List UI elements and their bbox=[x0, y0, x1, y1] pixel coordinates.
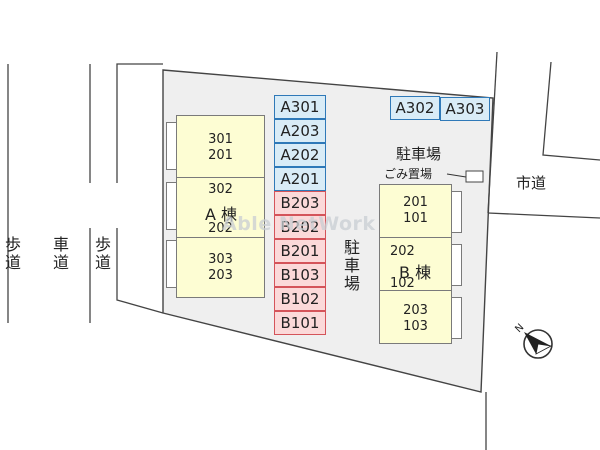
unit-block: 202 102 bbox=[379, 237, 452, 291]
garbage-box bbox=[465, 170, 484, 183]
parking-space: B203 bbox=[274, 191, 326, 215]
garbage-pointer bbox=[446, 173, 467, 178]
entrance-outline-bottom bbox=[116, 228, 164, 314]
unit-number: 202 bbox=[208, 221, 233, 236]
parking-space: A202 bbox=[274, 143, 326, 167]
unit-number: 303 bbox=[208, 252, 233, 267]
sidewalk-label-right: 歩 道 bbox=[94, 235, 111, 272]
parking-label: 駐車場 bbox=[396, 145, 442, 163]
right-road-line-lower bbox=[487, 212, 600, 219]
right-road-line-upper bbox=[542, 61, 600, 161]
city-road-label: 市道 bbox=[516, 174, 547, 192]
unit-number: 101 bbox=[403, 211, 428, 226]
parking-space: A303 bbox=[440, 97, 490, 121]
parking-space: B201 bbox=[274, 239, 326, 263]
unit-number: 102 bbox=[390, 276, 415, 291]
parking-space: A301 bbox=[274, 95, 326, 119]
watermark-logo: Able NetWork bbox=[222, 213, 376, 235]
unit-number: 203 bbox=[208, 268, 233, 283]
parking-space: B103 bbox=[274, 263, 326, 287]
unit-number: 203 bbox=[403, 303, 428, 318]
svg-text:N: N bbox=[513, 322, 526, 335]
unit-number: 301 bbox=[208, 132, 233, 147]
unit-number: 103 bbox=[403, 319, 428, 334]
roadway-label: 車 道 bbox=[52, 235, 69, 272]
unit-number: 302 bbox=[208, 182, 233, 197]
garbage-area-label: ごみ置場 bbox=[384, 167, 433, 181]
parking-space: B101 bbox=[274, 311, 326, 335]
unit-block: 201 101 bbox=[379, 184, 452, 238]
north-arrow-icon: N bbox=[513, 322, 553, 359]
unit-block: 303 203 bbox=[176, 237, 265, 298]
parking-space: B202 bbox=[274, 215, 326, 239]
unit-block: 302 202 bbox=[176, 177, 265, 238]
building-a-label: A 棟 bbox=[205, 205, 238, 224]
unit-number: 201 bbox=[208, 148, 233, 163]
parking-space: A201 bbox=[274, 167, 326, 191]
unit-block: 301 201 bbox=[176, 115, 265, 178]
parking-space: A203 bbox=[274, 119, 326, 143]
unit-number: 202 bbox=[390, 244, 415, 259]
parking-space: B102 bbox=[274, 287, 326, 311]
entrance-outline-top bbox=[116, 63, 163, 183]
top-road-line bbox=[487, 51, 498, 214]
unit-block: 203 103 bbox=[379, 290, 452, 344]
sidewalk-label-left: 歩 道 bbox=[4, 235, 21, 272]
parking-label-vertical: 駐 車 場 bbox=[343, 238, 360, 293]
building-b-label: B 棟 bbox=[399, 263, 432, 282]
unit-number: 201 bbox=[403, 195, 428, 210]
parking-space: A302 bbox=[390, 96, 440, 120]
